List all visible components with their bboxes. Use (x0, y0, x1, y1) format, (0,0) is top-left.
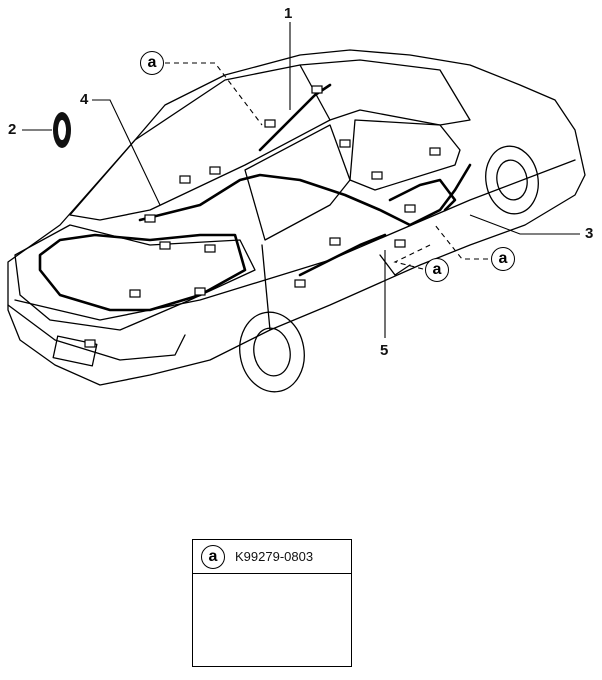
rear-window (69, 64, 331, 221)
connector (339, 139, 351, 148)
connector (84, 339, 96, 348)
legend-part-number: K99279-0803 (235, 549, 314, 564)
rear-shelf-harness (138, 163, 472, 227)
connector (371, 171, 383, 180)
leader-3 (469, 214, 580, 235)
ref-leader-a-right (434, 224, 488, 260)
ref-leader-a-bottom (393, 244, 431, 270)
rear-wheel-hub (253, 327, 291, 377)
leader-4 (92, 99, 161, 206)
callout-4: 4 (80, 91, 89, 108)
grommet (53, 112, 71, 148)
connector (144, 214, 156, 223)
connector (394, 239, 406, 248)
sill-harness (388, 178, 457, 212)
connector (204, 244, 216, 253)
legend-header: a K99279-0803 (193, 540, 351, 574)
roof-harness (258, 83, 332, 152)
connector (404, 204, 416, 213)
rear-bumper (7, 304, 186, 361)
trunk-harness (38, 233, 247, 312)
connector (429, 147, 441, 156)
callout-2: 2 (8, 121, 17, 138)
callout-1: 1 (284, 5, 293, 22)
connector (264, 119, 276, 128)
connector (129, 289, 141, 298)
ref-marker-a-top: a (140, 51, 164, 75)
side-crease (14, 159, 576, 321)
connector (329, 237, 341, 246)
ref-marker-a-right: a (491, 247, 515, 271)
connector (159, 241, 171, 250)
ref-leader-a-top (165, 62, 263, 126)
connector (311, 85, 323, 94)
front-wheel-hub (496, 159, 528, 201)
license-plate (52, 335, 98, 367)
callout-3: 3 (585, 225, 594, 242)
door-line (261, 244, 271, 331)
door-harness (298, 233, 387, 277)
connector (294, 279, 306, 288)
legend-marker: a (201, 545, 225, 569)
front-wheel (485, 145, 539, 215)
callout-5: 5 (380, 342, 389, 359)
front-door-window (349, 119, 461, 191)
roof-line (299, 59, 471, 126)
rear-wheel (239, 311, 305, 393)
car-body (7, 49, 586, 386)
rear-door-window (244, 124, 351, 241)
trunk-lid (14, 224, 256, 331)
ref-marker-a-bottom: a (425, 258, 449, 282)
connector (194, 287, 206, 296)
connector (179, 175, 191, 184)
connector (209, 166, 221, 175)
parts-legend: a K99279-0803 (192, 539, 352, 667)
